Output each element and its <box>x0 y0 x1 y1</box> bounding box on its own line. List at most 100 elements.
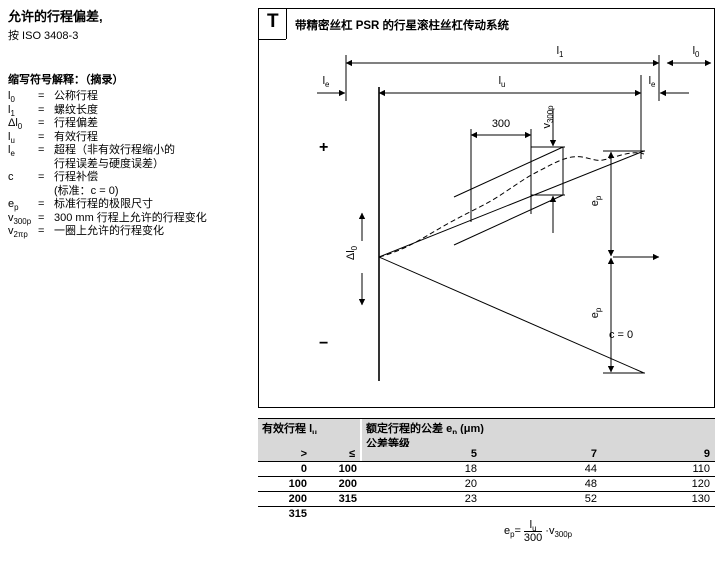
label-delta-l0: Δl0 <box>345 245 360 261</box>
equals-sign: = <box>38 171 45 183</box>
symbol-row-v2pip: v2πp = 一圈上允许的行程变化 <box>8 225 252 239</box>
symbol: v <box>8 225 14 237</box>
symbol-definition-cont: 行程误差与硬度误差） <box>54 157 164 170</box>
symbol-definition: 300 mm 行程上允许的行程变化 <box>54 211 207 224</box>
symbol-row-dl0: Δl0 = 行程偏差 <box>8 117 252 131</box>
symbol-definition-cont: (标准：c = 0) <box>54 184 119 197</box>
cell-t5: 18 <box>464 463 477 475</box>
formula-fraction: lu 300 <box>523 518 543 544</box>
symbol-row-v300p: v300p = 300 mm 行程上允许的行程变化 <box>8 212 252 226</box>
symbol-sub: 300p <box>13 216 32 226</box>
label-le-right: le <box>648 75 656 90</box>
col-header-gt: > <box>300 448 307 460</box>
label-le-left: le <box>322 75 330 90</box>
equals-sign: = <box>38 130 45 143</box>
cell-gt: 100 <box>288 478 307 490</box>
label-ep-bottom: ep <box>589 307 604 319</box>
symbol-definition: 有效行程 <box>54 130 98 143</box>
symbol-sub: 0 <box>10 95 15 105</box>
header-tolerance: 额定行程的公差 ep (μm) <box>366 423 484 434</box>
legend-heading: 缩写符号解释：（摘录） <box>8 74 124 86</box>
symbol-definition: 行程补偿 <box>54 171 98 183</box>
header-tolerance-class: 公差等级 <box>366 438 410 447</box>
symbol-row-l0: l0 = 公称行程 <box>8 90 252 104</box>
symbol-sub: 1 <box>10 108 15 118</box>
table-header-row-3: > ≤ 5 7 9 <box>258 447 715 462</box>
label-300: 300 <box>491 118 511 130</box>
cell-le: 100 <box>338 463 357 475</box>
cell-t9: 110 <box>692 463 710 475</box>
label-ep-top: ep <box>589 195 604 207</box>
symbol-row-c: c = 行程补偿(标准：c = 0) <box>8 171 252 198</box>
cell-t9: 130 <box>691 493 710 505</box>
cell-t9: 120 <box>691 478 710 490</box>
cell-le: 315 <box>338 493 357 505</box>
standard-reference: 按 ISO 3408-3 <box>8 30 79 42</box>
equals-sign: = <box>38 211 45 224</box>
table-formula-row: 315 ep = lu 300 · v300p <box>258 507 715 551</box>
label-c-zero: c = 0 <box>609 329 634 341</box>
symbol-row-ep: ep = 标准行程的极限尺寸 <box>8 198 252 212</box>
cell-t5: 20 <box>464 478 477 490</box>
equals-sign: = <box>38 90 45 102</box>
label-plus-sign: + <box>319 139 329 156</box>
cell-t5: 23 <box>464 493 477 505</box>
cell-gt-315: 315 <box>288 508 307 520</box>
symbol-row-le: le = 超程（非有效行程缩小的行程误差与硬度误差） <box>8 144 252 171</box>
label-l0: l0 <box>692 45 700 60</box>
symbol-sub: 0 <box>17 122 23 132</box>
diagram-lines <box>317 55 712 381</box>
label-l1: l1 <box>556 45 564 60</box>
symbol: l <box>8 90 11 102</box>
col-header-le: ≤ <box>312 447 362 461</box>
symbol: Δl <box>8 117 18 129</box>
symbol-definition: 螺纹长度 <box>54 103 98 116</box>
ep-formula: ep = lu 300 · v300p <box>503 518 573 544</box>
cell-t7: 52 <box>584 493 597 505</box>
symbol-sub: u <box>10 135 15 145</box>
symbol: e <box>8 198 15 210</box>
symbol-row-l1: l1 = 螺纹长度 <box>8 104 252 118</box>
header-useful-travel: 有效行程 lu <box>258 419 362 434</box>
cell-t7: 44 <box>584 463 597 475</box>
symbol-definition: 标准行程的极限尺寸 <box>54 198 153 210</box>
figure-tag-separator <box>286 9 287 39</box>
symbol-sub: e <box>10 149 15 159</box>
col-header-class-9: 9 <box>703 448 710 460</box>
figure-tag-underline <box>259 39 286 40</box>
cell-t7: 48 <box>584 478 597 490</box>
symbol: c <box>8 171 14 183</box>
page-title: 允许的行程偏差, <box>8 9 103 24</box>
equals-sign: = <box>38 103 45 116</box>
col-header-class-7: 7 <box>590 448 597 460</box>
symbol: l <box>8 103 11 116</box>
cell-gt: 200 <box>288 493 307 505</box>
symbol-sub: 2πp <box>13 230 28 240</box>
equals-sign: = <box>38 117 45 129</box>
label-minus-sign: − <box>319 335 329 352</box>
figure-frame: T 带精密丝杠 PSR 的行星滚柱丝杠传动系统 <box>258 8 715 408</box>
symbol-definition: 公称行程 <box>54 90 98 102</box>
symbol-row-lu: lu = 有效行程 <box>8 131 252 145</box>
figure-title: 带精密丝杠 PSR 的行星滚柱丝杠传动系统 <box>295 20 510 32</box>
travel-deviation-diagram <box>317 55 712 381</box>
table-row: 200 315 23 52 130 <box>258 492 715 507</box>
cell-le: 200 <box>338 478 357 490</box>
figure-tag: T <box>267 11 279 32</box>
table-header-row-1: 有效行程 lu 额定行程的公差 ep (μm) <box>258 419 715 434</box>
equals-sign: = <box>38 198 45 210</box>
col-header-class-5: 5 <box>470 448 477 460</box>
symbol-sub: p <box>14 203 19 213</box>
table-row: 100 200 20 48 120 <box>258 477 715 492</box>
left-text-panel: 允许的行程偏差, 按 ISO 3408-3 缩写符号解释：（摘录） l0 = 公… <box>8 6 252 239</box>
table-header-row-2: 公差等级 <box>258 434 715 447</box>
equals-sign: = <box>38 225 45 237</box>
tolerance-table: 有效行程 lu 额定行程的公差 ep (μm) 公差等级 > ≤ 5 7 9 0… <box>258 418 715 551</box>
symbol: l <box>8 144 11 156</box>
symbol: v <box>8 211 14 224</box>
label-v300p: v300p <box>541 105 556 129</box>
cell-gt: 0 <box>300 463 307 475</box>
symbol-definition: 超程（非有效行程缩小的 <box>54 144 175 156</box>
symbol-definition: 行程偏差 <box>54 117 98 129</box>
